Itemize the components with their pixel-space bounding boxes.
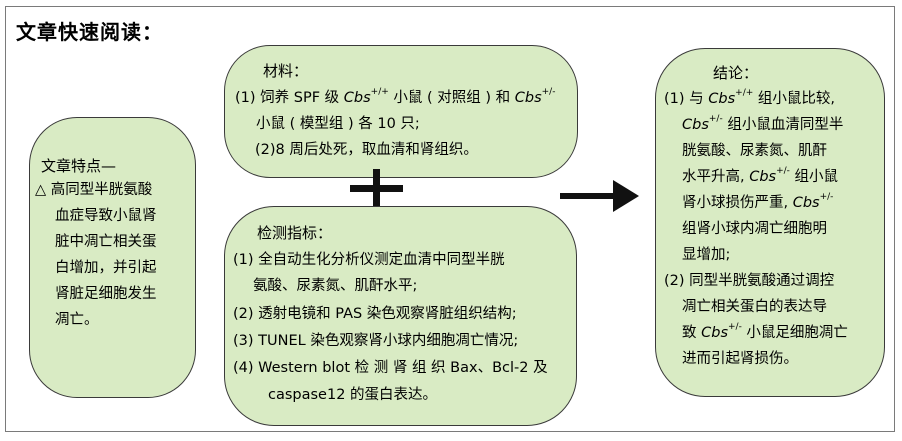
conclusion-line: 水平升高, Cbs+/- 组小鼠 (682, 166, 839, 185)
materials-line-3: (2)8 周后处死，取血清和肾组织。 (255, 142, 478, 158)
features-box: 文章特点— △ 高同型半胱氨酸 血症导致小鼠肾 脏中凋亡相关蛋 白增加，并引起 … (29, 117, 196, 398)
features-line: 脏中凋亡相关蛋 (55, 234, 157, 250)
conclusion-heading: 结论： (713, 64, 759, 82)
conclusion-line: (2) 同型半胱氨酸通过调控 (664, 273, 835, 289)
methods-heading: 检测指标： (257, 224, 333, 242)
arrow-right-icon (560, 193, 620, 199)
features-line: 血症导致小鼠肾 (55, 208, 157, 224)
outer-frame (5, 6, 895, 432)
conclusion-line: (1) 与 Cbs+/+ 组小鼠比较, (664, 88, 835, 107)
features-line: 白增加，并引起 (55, 260, 157, 276)
methods-line: caspase12 的蛋白表达。 (268, 387, 438, 403)
conclusion-line: 凋亡相关蛋白的表达导 (682, 299, 827, 315)
methods-line: (4) Western blot 检 测 肾 组 织 Bax、Bcl-2 及 (233, 360, 548, 376)
conclusion-line: 胱氨酸、尿素氮、肌酐 (682, 143, 827, 159)
methods-line: (1) 全自动生化分析仪测定血清中同型半胱 (233, 252, 505, 268)
arrow-head-icon (613, 180, 639, 212)
methods-line: (2) 透射电镜和 PAS 染色观察肾脏组织结构; (233, 306, 517, 322)
features-line: △ 高同型半胱氨酸 (35, 182, 153, 198)
conclusion-line: 致 Cbs+/- 小鼠足细胞凋亡 (682, 322, 848, 341)
conclusion-line: Cbs+/- 组小鼠血清同型半 (682, 114, 844, 133)
methods-line: 氨酸、尿素氮、肌酐水平; (253, 278, 418, 294)
conclusion-line: 组肾小球内凋亡细胞明 (682, 221, 827, 237)
methods-box: 检测指标： (1) 全自动生化分析仪测定血清中同型半胱 氨酸、尿素氮、肌酐水平;… (224, 206, 577, 426)
methods-line: (3) TUNEL 染色观察肾小球内细胞凋亡情况; (233, 333, 519, 349)
features-line: 凋亡。 (55, 312, 99, 328)
conclusion-line: 进而引起肾损伤。 (682, 351, 798, 367)
conclusion-line: 肾小球损伤严重, Cbs+/- (682, 192, 834, 211)
features-heading: 文章特点— (41, 157, 117, 175)
materials-line-1: (1) 饲养 SPF 级 Cbs+/+ 小鼠 ( 对照组 ) 和 Cbs+/- (235, 87, 556, 106)
conclusion-box: 结论： (1) 与 Cbs+/+ 组小鼠比较, Cbs+/- 组小鼠血清同型半 … (655, 48, 885, 397)
conclusion-line: 显增加; (682, 247, 731, 263)
materials-heading: 材料： (263, 62, 309, 80)
features-line: 肾脏足细胞发生 (55, 286, 157, 302)
plus-icon-bar (350, 185, 403, 192)
materials-box: 材料： (1) 饲养 SPF 级 Cbs+/+ 小鼠 ( 对照组 ) 和 Cbs… (224, 45, 578, 178)
materials-line-2: 小鼠 ( 模型组 ) 各 10 只; (256, 116, 420, 132)
page-title: 文章快速阅读： (16, 20, 163, 44)
